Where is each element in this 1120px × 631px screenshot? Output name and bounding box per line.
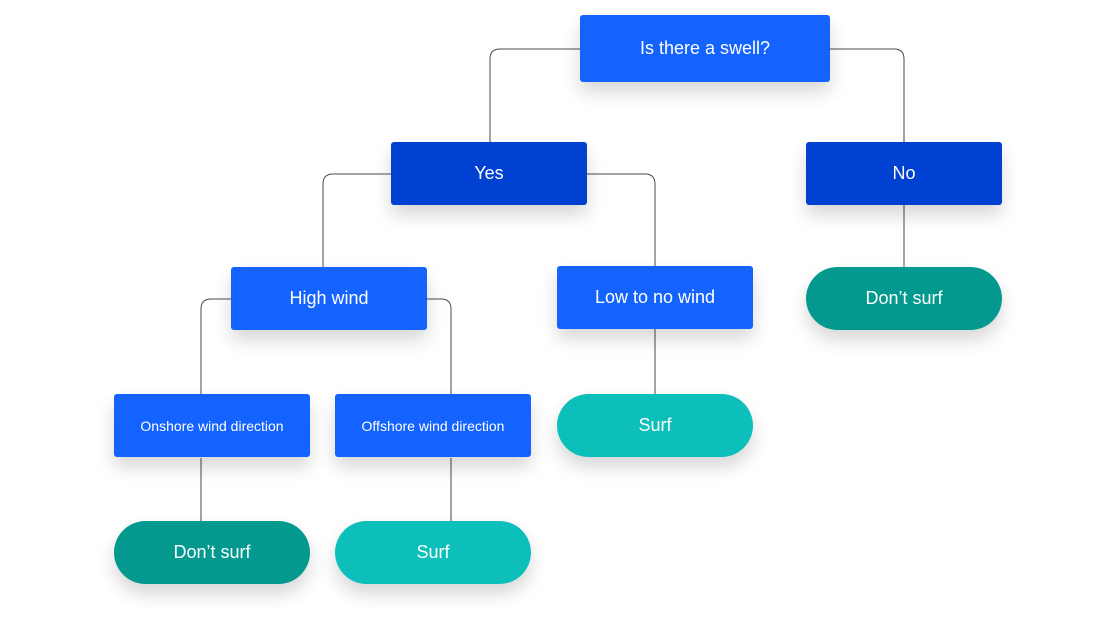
outcome-onshore-dont-surf: Don’t surf bbox=[114, 521, 310, 584]
condition-low-wind-label: Low to no wind bbox=[594, 287, 716, 307]
connector-swell-yes bbox=[489, 48, 580, 142]
outcome-no-swell-label: Don’t surf bbox=[865, 288, 943, 308]
condition-offshore: Offshore wind direction bbox=[335, 394, 531, 457]
answer-no-label: No bbox=[892, 163, 916, 183]
outcome-onshore-label: Don’t surf bbox=[173, 542, 251, 562]
connector-highwind-offshore bbox=[427, 298, 452, 394]
condition-high-wind: High wind bbox=[231, 267, 427, 330]
connector-highwind-onshore bbox=[200, 298, 231, 394]
connector-yes-lowwind bbox=[587, 173, 656, 266]
connector-yes-highwind bbox=[322, 173, 391, 267]
answer-yes: Yes bbox=[391, 142, 587, 205]
question-swell-label: Is there a swell? bbox=[639, 38, 771, 58]
condition-offshore-label: Offshore wind direction bbox=[361, 417, 505, 434]
condition-onshore-label: Onshore wind direction bbox=[140, 417, 284, 434]
outcome-low-wind-label: Surf bbox=[638, 415, 672, 435]
outcome-offshore-label: Surf bbox=[416, 542, 450, 562]
outcome-offshore-surf: Surf bbox=[335, 521, 531, 584]
condition-high-wind-label: High wind bbox=[289, 288, 369, 308]
outcome-no-swell-dont-surf: Don’t surf bbox=[806, 267, 1002, 330]
condition-low-wind: Low to no wind bbox=[557, 266, 753, 329]
answer-no: No bbox=[806, 142, 1002, 205]
connector-swell-no bbox=[830, 48, 905, 142]
outcome-low-wind-surf: Surf bbox=[557, 394, 753, 457]
condition-onshore: Onshore wind direction bbox=[114, 394, 310, 457]
answer-yes-label: Yes bbox=[474, 163, 504, 183]
question-swell: Is there a swell? bbox=[580, 15, 830, 82]
